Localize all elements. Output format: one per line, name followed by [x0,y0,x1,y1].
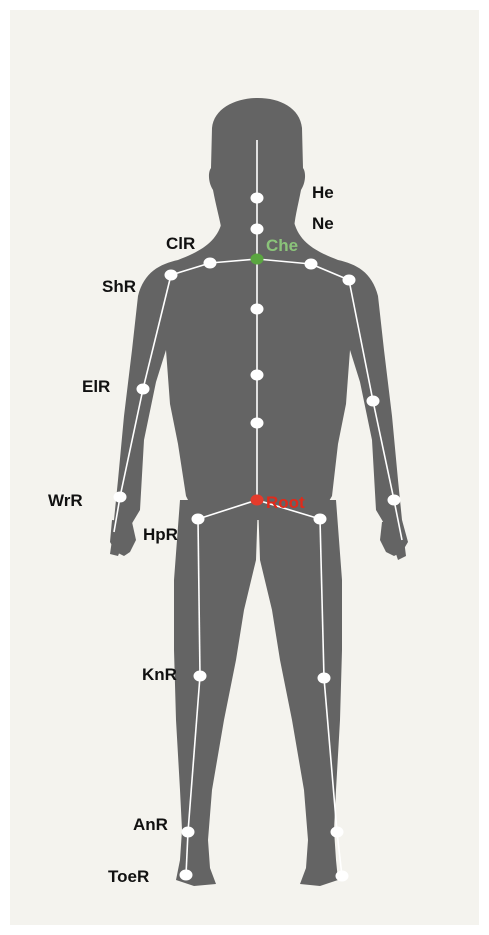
joint-spine [251,370,264,381]
joint-wrist-right [114,492,127,503]
joint-spine [251,304,264,315]
label-clavicle-right: ClR [166,234,195,253]
label-toe-right: ToeR [108,867,149,886]
joint-hip-left [314,514,327,525]
label-elbow-right: ElR [82,377,110,396]
joint-hip-right [192,514,205,525]
label-head: He [312,183,334,202]
joint-ankle-right [182,827,195,838]
joint-clavicle-left [305,259,318,270]
label-chest: Che [266,236,298,255]
joint-knee-left [318,673,331,684]
joint-toe-right [180,870,193,881]
joint-ankle-left [331,827,344,838]
label-knee-right: KnR [142,665,177,684]
joint-spine [251,418,264,429]
joint-shoulder-right [165,270,178,281]
joint-knee-right [194,671,207,682]
joint-elbow-left [367,396,380,407]
joint-neck [251,224,264,235]
joint-shoulder-left [343,275,356,286]
label-hip-right: HpR [143,525,178,544]
joint-root [251,495,264,506]
joint-head [251,193,264,204]
label-neck: Ne [312,214,334,233]
joint-clavicle-right [204,258,217,269]
label-ankle-right: AnR [133,815,168,834]
joint-elbow-right [137,384,150,395]
label-wrist-right: WrR [48,491,83,510]
joint-toe-left [336,871,349,882]
joint-chest [251,254,264,265]
label-shoulder-right: ShR [102,277,136,296]
joint-wrist-left [388,495,401,506]
label-root: Root [266,493,305,512]
